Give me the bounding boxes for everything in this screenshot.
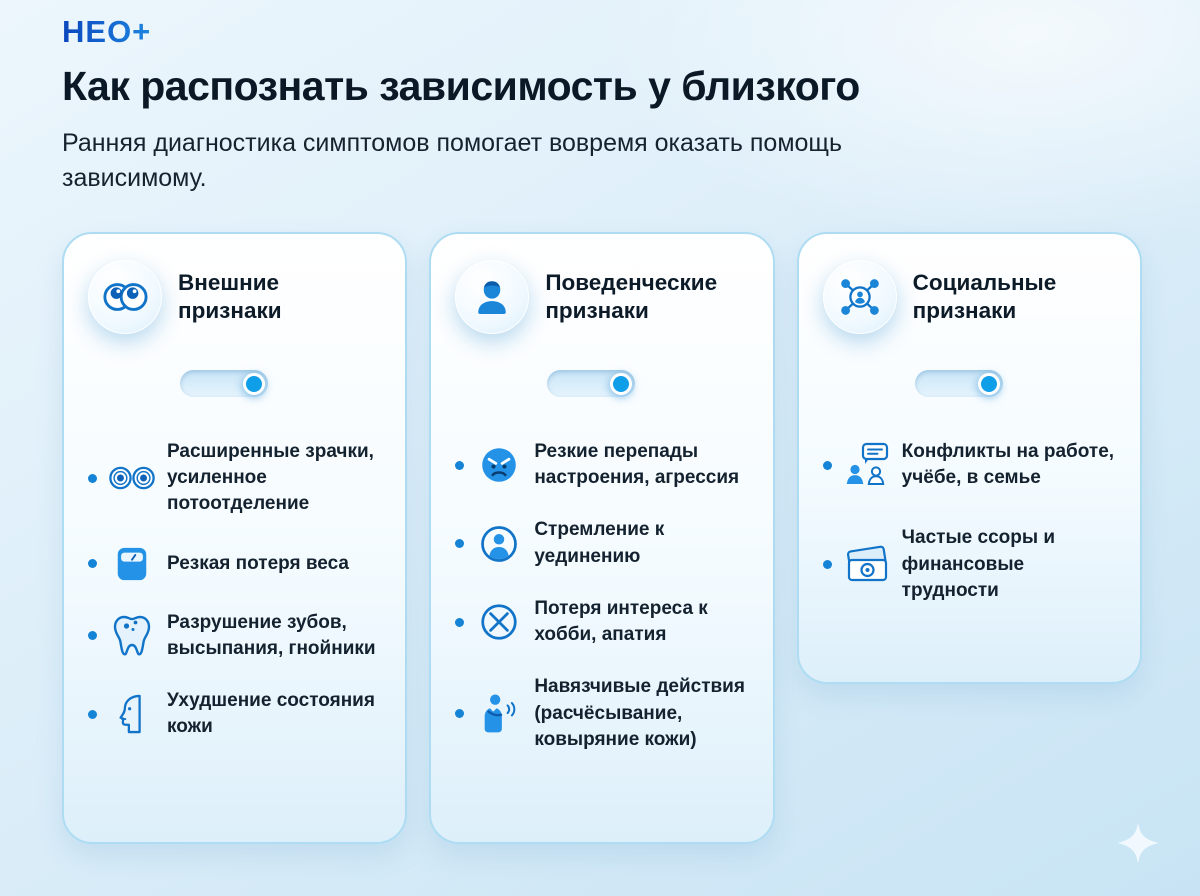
list-item: Резкие перепады настроения, агрессия: [455, 439, 748, 491]
page-title: Как распознать зависимость у близкого: [62, 63, 860, 109]
solitude-person-icon: [473, 523, 525, 565]
card-title: Внешние признаки: [178, 269, 282, 323]
list-item: Частые ссоры и финансовые трудности: [822, 525, 1116, 604]
item-text: Потеря интереса к хобби, апатия: [534, 597, 708, 646]
cards-grid: Внешние признаки: [62, 232, 1142, 844]
external-signs-toggle[interactable]: [180, 370, 268, 397]
card-social-signs: Социальные признаки: [796, 232, 1142, 684]
item-text: Расширенные зрачки, усиленное потоотделе…: [167, 441, 374, 515]
list-item: Конфликты на работе, учёбе, в семье: [822, 439, 1116, 491]
face-profile-icon: [106, 692, 158, 736]
crossed-circle-icon: [473, 601, 525, 643]
bullet-dot-icon: [88, 559, 97, 569]
conflict-people-icon: [841, 442, 893, 488]
bullet-dot-icon: [455, 617, 465, 627]
card-header: Социальные признаки: [822, 260, 1116, 334]
card-external-signs: Внешние признаки: [62, 232, 408, 844]
social-signs-toggle[interactable]: [914, 370, 1003, 397]
sparkle-icon: [1116, 821, 1160, 870]
list-item: Разрушение зубов, высыпания, гнойники: [88, 610, 381, 662]
list-item: Ухудшение состояния кожи: [88, 688, 381, 740]
list-item: Навязчивые действия (расчёсывание, ковыр…: [455, 674, 748, 753]
tooth-icon: [106, 614, 158, 658]
header: НЕО+ Как распознать зависимость у близко…: [62, 14, 1142, 196]
page-subtitle: Ранняя диагностика симптомов помогает во…: [62, 128, 843, 192]
dilated-eyes-icon: [106, 465, 158, 491]
signs-list: Конфликты на работе, учёбе, в семье: [822, 439, 1116, 604]
item-text: Стремление к уединению: [534, 519, 665, 567]
toggle-knob-icon: [610, 372, 633, 395]
person-icon: [455, 260, 530, 334]
toggle-knob-icon: [243, 372, 265, 395]
card-title: Поведенческие признаки: [545, 269, 718, 323]
item-text: Ухудшение состояния кожи: [167, 690, 375, 738]
item-text: Частые ссоры и финансовые трудности: [901, 527, 1056, 601]
list-item: Резкая потеря веса: [88, 544, 381, 584]
bullet-dot-icon: [88, 473, 97, 483]
money-icon: [841, 545, 893, 585]
weight-scale-icon: [106, 544, 158, 584]
brand-logo: НЕО+: [62, 14, 152, 49]
list-item: Стремление к уединению: [455, 517, 748, 569]
card-header: Внешние признаки: [88, 260, 381, 334]
card-behavioral-signs: Поведенческие признаки: [429, 232, 775, 844]
item-text: Резкая потеря веса: [167, 552, 349, 574]
item-text: Резкие перепады настроения, агрессия: [534, 441, 740, 489]
bullet-dot-icon: [455, 709, 465, 719]
angry-face-icon: [473, 444, 525, 486]
card-header: Поведенческие признаки: [455, 260, 748, 334]
item-text: Конфликты на работе, учёбе, в семье: [901, 441, 1115, 489]
behavioral-signs-toggle[interactable]: [547, 370, 636, 397]
item-text: Навязчивые действия (расчёсывание, ковыр…: [534, 676, 745, 750]
signs-list: Расширенные зрачки, усиленное потоотделе…: [88, 439, 381, 741]
network-icon: [822, 260, 897, 334]
bullet-dot-icon: [455, 460, 465, 470]
list-item: Потеря интереса к хобби, апатия: [455, 596, 748, 648]
bullet-dot-icon: [455, 539, 465, 549]
bullet-dot-icon: [88, 709, 97, 719]
googly-eyes-icon: [88, 260, 162, 334]
scratching-person-icon: [473, 691, 525, 737]
toggle-knob-icon: [977, 372, 1000, 395]
signs-list: Резкие перепады настроения, агрессия Стр…: [455, 439, 748, 753]
item-text: Разрушение зубов, высыпания, гнойники: [167, 611, 376, 659]
card-title: Социальные признаки: [912, 269, 1057, 323]
list-item: Расширенные зрачки, усиленное потоотделе…: [88, 439, 381, 518]
bullet-dot-icon: [822, 560, 832, 570]
bullet-dot-icon: [822, 460, 832, 470]
bullet-dot-icon: [88, 631, 97, 641]
